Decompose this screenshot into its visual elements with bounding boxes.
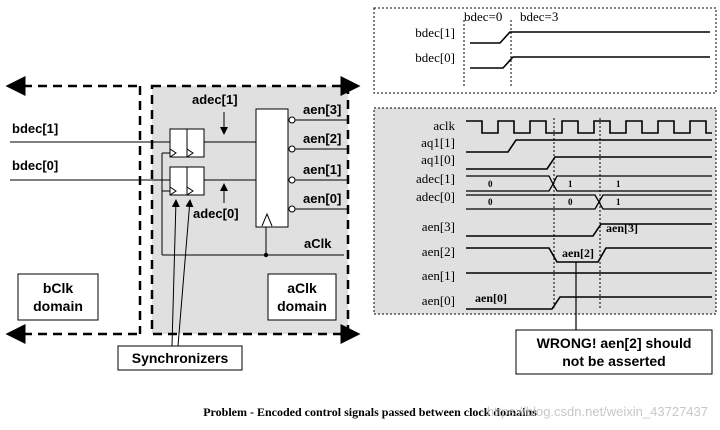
synchronizers-box	[117, 345, 243, 371]
signal-aen0: aen[0]	[422, 293, 455, 308]
aclk-domain-line1: aClk	[287, 280, 317, 296]
aen3-value: aen[3]	[606, 221, 638, 235]
signal-aen2: aen[2]	[422, 244, 455, 259]
signal-adec1: adec[1]	[416, 171, 455, 186]
wave-aq1-0	[466, 156, 712, 170]
adec0-value-before: 0	[488, 197, 493, 207]
adec1-value-mid: 1	[568, 179, 573, 189]
output-aen2-label: aen[2]	[303, 131, 341, 146]
adec0-value-mid: 0	[568, 197, 573, 207]
bclk-domain-line2: domain	[33, 298, 83, 314]
bclk-domain-line1: bClk	[43, 280, 74, 296]
decoder-block	[255, 108, 289, 228]
output-aen1-label: aen[1]	[303, 162, 341, 177]
aclk-domain-box	[267, 273, 337, 321]
wave-aen2	[466, 247, 712, 263]
signal-aq1-1: aq1[1]	[421, 135, 455, 150]
signal-aen3: aen[3]	[422, 219, 455, 234]
sync-flop-1b	[186, 128, 205, 158]
marker-bdec0: bdec=0	[464, 9, 502, 24]
adec1-label: adec[1]	[192, 92, 238, 107]
watermark: https://blog.csdn.net/weixin_43727437	[487, 404, 708, 419]
wrong-callout-box	[515, 329, 713, 375]
caption: Problem - Encoded control signals passed…	[203, 405, 537, 419]
input-bdec1-label: bdec[1]	[12, 121, 58, 136]
wave-adec1	[466, 175, 712, 192]
output-aen0-label: aen[0]	[303, 191, 341, 206]
input-bdec0-label: bdec[0]	[12, 158, 58, 173]
wave-aen0	[466, 296, 712, 310]
timing-top: bdec=0 bdec=3 bdec[1] bdec[0]	[373, 7, 717, 94]
signal-aclk: aclk	[433, 118, 455, 133]
top-signal-bdec1: bdec[1]	[415, 25, 455, 40]
wrong-callout-line2: not be asserted	[562, 353, 665, 369]
sync-flop-0b	[186, 166, 205, 196]
adec0-value-after: 1	[616, 197, 621, 207]
bclk-domain-box	[17, 273, 99, 321]
wave-aclk	[466, 120, 712, 134]
adec1-value-before: 0	[488, 179, 493, 189]
synchronizers-label: Synchronizers	[132, 350, 229, 366]
schematic: bdec[1] bdec[0] adec[1] adec[0] aen[3] a…	[5, 76, 361, 371]
wave-aen3	[466, 223, 712, 237]
signal-aq1-0: aq1[0]	[421, 152, 455, 167]
aclk-domain-line2: domain	[277, 298, 327, 314]
output-aen3-label: aen[3]	[303, 102, 341, 117]
marker-bdec3: bdec=3	[520, 9, 558, 24]
signal-adec0: adec[0]	[416, 189, 455, 204]
timing-bottom: aclk aq1[1] aq1[0] adec[1] adec[0] aen[3…	[373, 107, 717, 315]
top-signal-bdec0: bdec[0]	[415, 50, 455, 65]
adec1-value-after: 1	[616, 179, 621, 189]
signal-aen1: aen[1]	[422, 268, 455, 283]
aclk-wire-label: aClk	[304, 236, 332, 251]
aen0-value: aen[0]	[475, 291, 507, 305]
sync-flop-1a	[169, 128, 188, 158]
sync-flop-0a	[169, 166, 188, 196]
aen2-value: aen[2]	[562, 246, 594, 260]
wave-aq1-1	[466, 139, 712, 153]
wave-adec0	[466, 194, 712, 210]
adec0-label: adec[0]	[193, 206, 239, 221]
wrong-callout-line1: WRONG! aen[2] should	[537, 335, 692, 351]
